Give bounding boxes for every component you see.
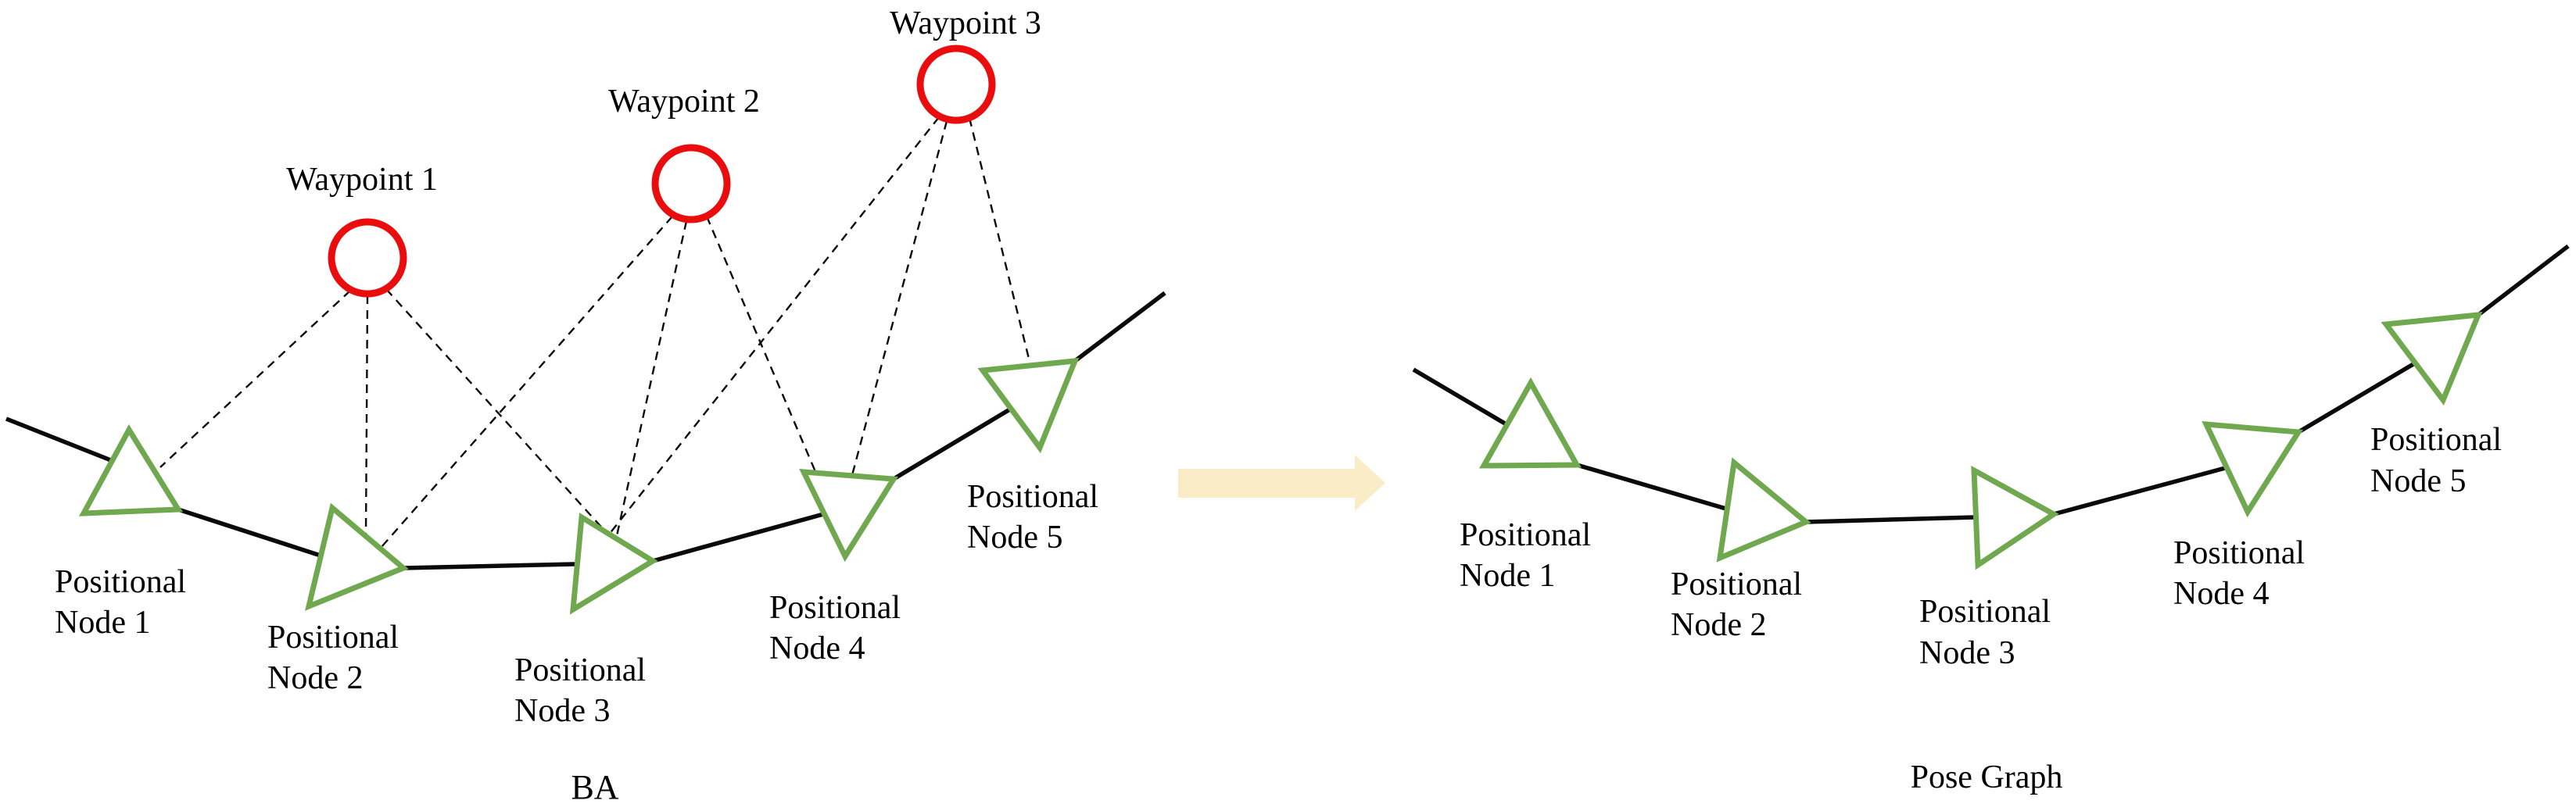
observation-edge-w2-n4 [705,216,818,474]
positional-node-icon [1478,377,1582,469]
ba-trajectory-path [5,291,1166,570]
waypoint-icon [651,144,731,223]
pg-node-5-label-line1: Positional [2370,422,2502,458]
ba-node-3-label-line2: Node 3 [514,693,610,729]
ba-node-4-label-line2: Node 4 [769,631,865,666]
positional-node-icon [799,469,899,563]
positional-node-icon [305,502,409,611]
positional-node-icon [78,424,184,516]
waypoint-icon [328,218,407,298]
positional-node-icon [2202,420,2304,518]
pg-node-3-label-line1: Positional [1919,594,2051,630]
pose-graph-trajectory-path [1412,244,2570,524]
ba-node-labels: Positional Node 1 Positional Node 2 Posi… [55,479,1098,729]
pose-graph-node-labels: Positional Node 1 Positional Node 2 Posi… [1460,422,2502,671]
ba-node-1-label-line2: Node 1 [55,605,150,641]
pg-node-4-label-line1: Positional [2173,535,2305,571]
pg-node-2-label-line2: Node 2 [1671,607,1766,643]
positional-node-icon [1716,457,1811,563]
observation-edge-w1-n1 [159,290,351,468]
observation-edge-w3-n5 [968,117,1032,366]
positional-node-icon [1971,465,2059,570]
ba-diagram: Waypoint 1 Waypoint 2 Waypoint 3 Positio… [5,5,1166,804]
pg-node-1-label-line2: Node 1 [1460,558,1555,594]
ba-node-5-label-line1: Positional [967,479,1098,515]
positional-node-icon [569,513,658,615]
ba-node-2-label-line1: Positional [267,620,399,656]
observation-edge-w1-n2 [364,295,369,536]
pg-node-5-label-line2: Node 5 [2370,463,2466,499]
observation-edges [159,116,1032,548]
waypoint-icon [916,45,996,124]
ba-node-3-label-line1: Positional [514,652,646,688]
observation-edge-w1-n3 [385,288,607,533]
pg-node-2-label-line1: Positional [1671,566,1802,602]
ba-node-4-label-line1: Positional [769,590,901,626]
waypoint-3-label: Waypoint 3 [890,5,1041,41]
observation-edge-w2-n2 [381,216,673,548]
pg-node-4-label-line2: Node 4 [2173,576,2269,612]
waypoint-1-label: Waypoint 1 [286,162,438,198]
pg-node-1-label-line1: Positional [1460,517,1591,553]
ba-node-1-label-line1: Positional [55,564,186,600]
pose-graph-caption: Pose Graph [1911,759,2063,795]
ba-node-2-label-line2: Node 2 [267,660,363,696]
pose-graph-diagram: Positional Node 1 Positional Node 2 Posi… [1412,244,2570,795]
ba-caption: BA [571,768,618,804]
observation-edge-w2-n3 [614,220,688,540]
observation-edge-w3-n4 [851,120,948,476]
ba-waypoints [328,45,996,298]
ba-positional-nodes [78,357,1080,615]
positional-node-icon [977,357,1080,454]
waypoint-2-label: Waypoint 2 [608,84,760,120]
ba-node-5-label-line2: Node 5 [967,520,1062,556]
pg-node-3-label-line2: Node 3 [1919,635,2015,671]
positional-node-icon [2381,311,2483,406]
pose-graph-positional-nodes [1478,311,2483,570]
transform-arrow-icon [1178,455,1385,511]
